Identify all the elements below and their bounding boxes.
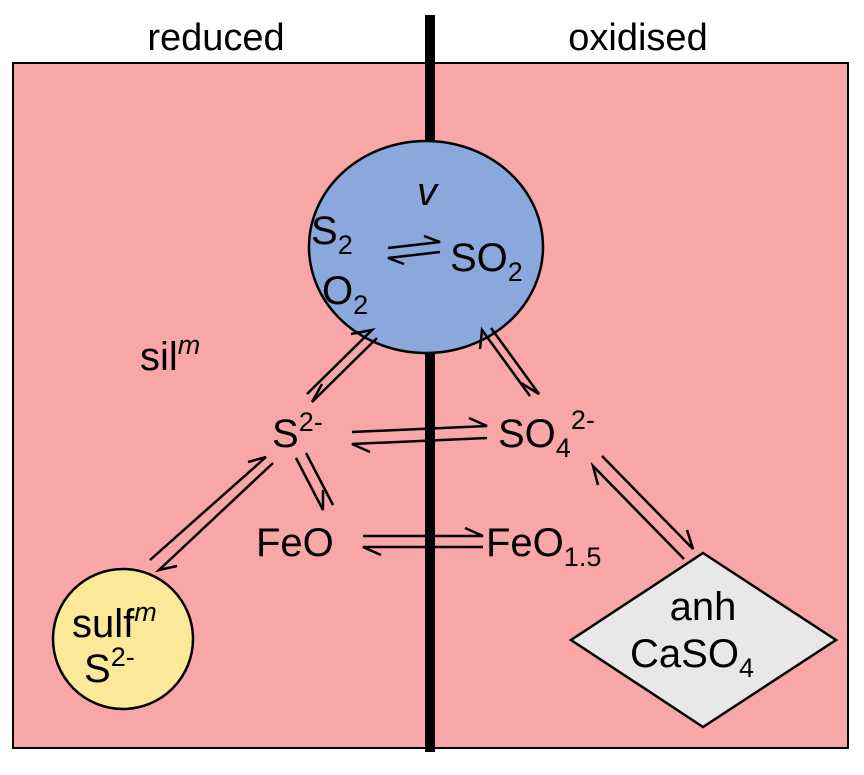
feo-label: FeO — [256, 521, 334, 565]
sulfide-melt-ion-label: S2- — [84, 642, 135, 691]
vapour-bubble — [307, 139, 545, 355]
anhydrite-formula-label: CaSO4 — [630, 632, 754, 683]
vapour-sulfate-equilibrium-arrow — [478, 326, 541, 397]
sulfide-melt-label: sulfm — [72, 597, 157, 646]
reduced-header: reduced — [147, 17, 284, 59]
anhydrite-label: anh — [670, 585, 737, 629]
o2-vapour-label: O2 — [322, 269, 368, 320]
sulfide-vapour-equilibrium-arrow — [306, 328, 378, 403]
sulfide-sulfate-equilibrium-arrow — [351, 416, 488, 454]
sulfide-melt-droplet — [51, 567, 195, 711]
vapour-label: v — [417, 170, 439, 214]
sulfide-ion-label: S2- — [272, 407, 323, 456]
sulfate-anhydrite-equilibrium-arrow — [590, 455, 695, 560]
s2-vapour-label: S2 — [311, 209, 353, 260]
s2-so2-equilibrium-arrow — [387, 234, 441, 266]
sulfide-melt-equilibrium-arrow — [149, 455, 274, 573]
sulfate-ion-label: SO42- — [498, 405, 595, 463]
sulfide-feo-equilibrium-arrow — [294, 452, 335, 511]
feo15-label: FeO1.5 — [486, 521, 601, 572]
silicate-melt-label: silm — [140, 330, 200, 379]
oxidised-header: oxidised — [568, 17, 707, 59]
so2-vapour-label: SO2 — [450, 236, 523, 287]
feo-feo15-equilibrium-arrow — [362, 526, 484, 557]
anhydrite-crystal — [568, 551, 839, 729]
